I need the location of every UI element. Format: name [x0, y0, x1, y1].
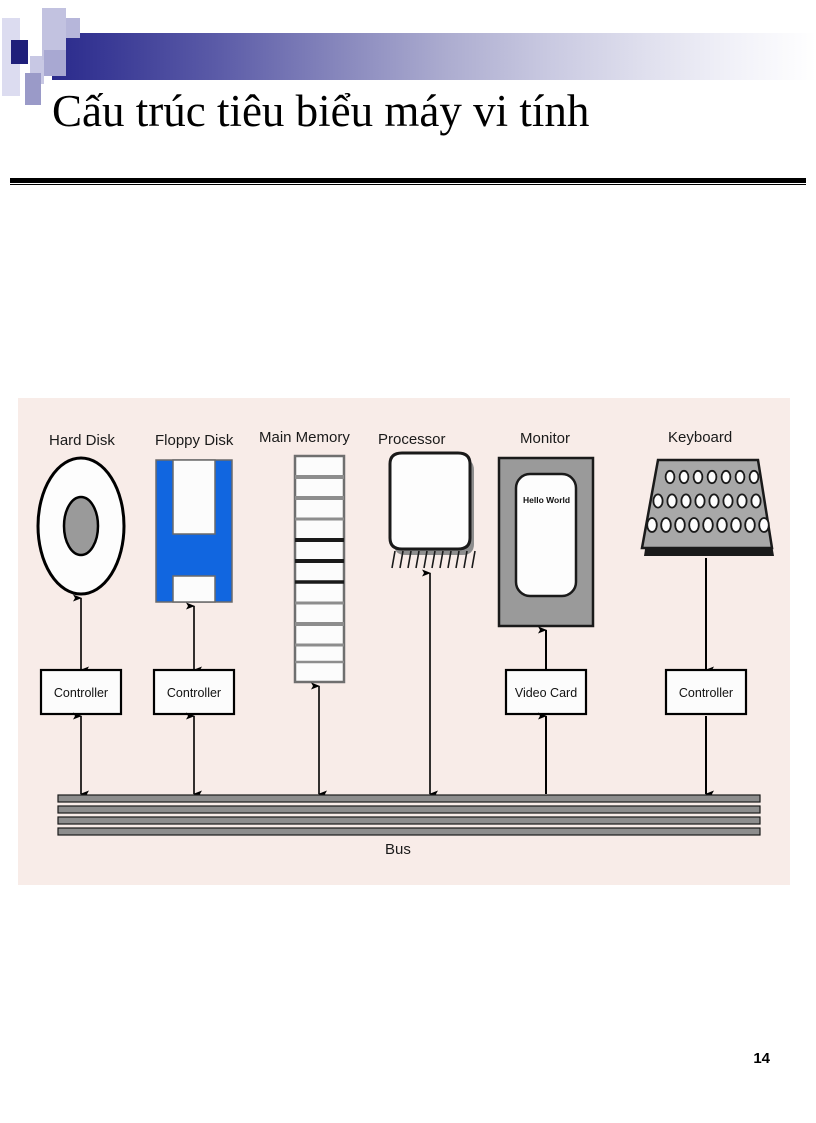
controller-box-hard-disk: Controller — [39, 668, 123, 716]
header-gradient-bar — [52, 33, 816, 80]
controller-label-floppy-disk: Controller — [167, 686, 221, 700]
device-label-main-memory: Main Memory — [259, 429, 350, 446]
controller-label-keyboard: Controller — [679, 686, 733, 700]
keyboard-icon — [640, 458, 774, 556]
hard-disk-icon — [36, 456, 126, 596]
processor-chip-icon — [388, 451, 476, 569]
device-label-monitor: Monitor — [520, 430, 570, 447]
device-label-keyboard: Keyboard — [668, 429, 732, 446]
decor-square-9 — [66, 18, 80, 38]
decor-square-8 — [44, 50, 66, 76]
controller-box-floppy-disk: Controller — [152, 668, 236, 716]
videocard-box: Video Card — [504, 668, 588, 716]
page-title: Cấu trúc tiêu biểu máy vi tính — [52, 86, 590, 136]
device-label-processor: Processor — [378, 431, 446, 448]
slide-header-decoration — [0, 0, 816, 110]
controller-box-keyboard: Controller — [664, 668, 748, 716]
memory-icon — [293, 454, 346, 684]
controller-label-hard-disk: Controller — [54, 686, 108, 700]
floppy-disk-icon — [155, 459, 233, 603]
bus-label: Bus — [385, 841, 411, 858]
page-number: 14 — [753, 1050, 770, 1067]
decor-square-3 — [11, 40, 28, 64]
device-label-hard-disk: Hard Disk — [49, 432, 115, 449]
system-bus — [57, 794, 761, 836]
videocard-label: Video Card — [515, 686, 577, 700]
monitor-screen-text: Hello World — [523, 495, 570, 505]
title-divider — [10, 178, 806, 183]
decor-square-6 — [25, 73, 41, 105]
title-divider-thin — [10, 184, 806, 185]
device-label-floppy-disk: Floppy Disk — [155, 432, 234, 449]
decor-square-2 — [20, 10, 36, 32]
computer-architecture-diagram: Hard Disk Floppy Disk Main Memory Proces… — [18, 398, 790, 885]
monitor-icon: Hello World — [497, 456, 595, 628]
